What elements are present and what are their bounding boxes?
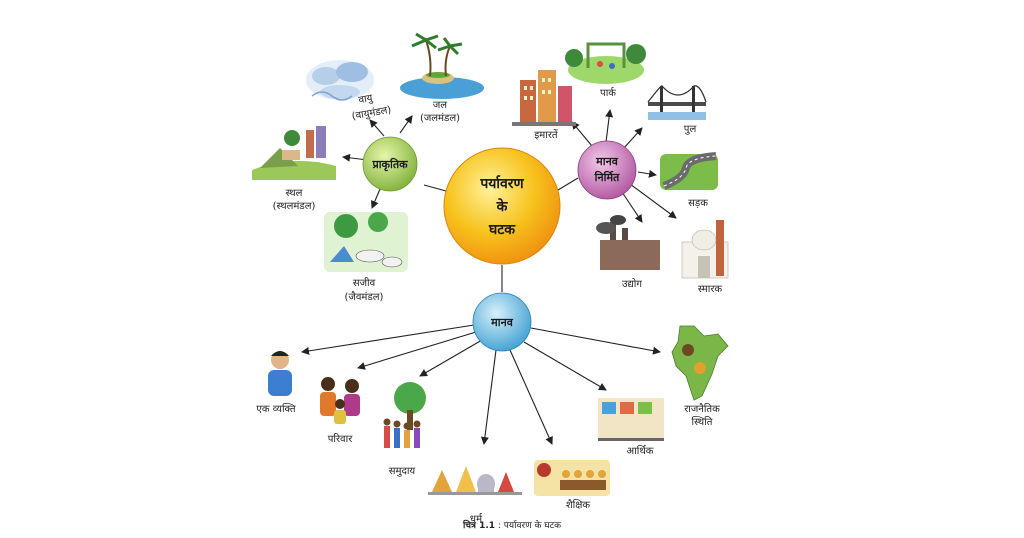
human-labels: एक व्यक्ति परिवार समुदाय धर्म शैक्षिक आर… [256, 403, 720, 525]
monument-illustration [681, 220, 729, 279]
land-illustration [252, 126, 336, 180]
industry-label: उद्योग [622, 278, 642, 290]
educational-label: शैक्षिक [566, 499, 591, 511]
land-sublabel: (स्थलमंडल) [273, 200, 316, 212]
air-sublabel: (वायुमंडल) [351, 104, 392, 123]
road-label: सड़क [688, 198, 708, 209]
human-hub-label: मानव [490, 316, 514, 329]
economic-label: आर्थिक [627, 445, 654, 457]
park-label: पार्क [600, 87, 616, 99]
religion-label: धर्म [470, 513, 483, 525]
community-label: समुदाय [389, 466, 416, 477]
figure-caption: चित्र 1.1 : पर्यावरण के घटक [0, 518, 1024, 531]
manmade-labels: इमारतें पार्क पुल सड़क उद्योग स्मारक [534, 87, 722, 295]
air-clouds-illustration [306, 60, 374, 101]
community-illustration [383, 382, 426, 448]
economic-illustration [598, 398, 664, 441]
bridge-illustration [647, 85, 707, 120]
religion-illustration [428, 466, 522, 495]
figure-number: चित्र 1.1 [462, 521, 496, 531]
figure-caption-text: : पर्यावरण के घटक [497, 521, 562, 531]
water-label: जल [433, 100, 447, 111]
center-title-line3: घटक [488, 222, 516, 238]
monument-label: स्मारक [698, 284, 723, 295]
park-illustration [565, 42, 646, 84]
center-title-line2: के [496, 198, 509, 215]
living-sublabel: (जैवमंडल) [345, 291, 384, 303]
school-illustration [534, 460, 610, 496]
individual-illustration [268, 351, 292, 396]
political-sublabel: स्थिति [692, 416, 713, 428]
water-island-illustration [400, 32, 484, 99]
human-hub: मानव [472, 292, 532, 352]
family-label: परिवार [328, 433, 354, 445]
industry-illustration [596, 215, 660, 270]
center-title-line1: पर्यावरण [479, 175, 524, 192]
buildings-label: इमारतें [534, 129, 558, 141]
india-map-illustration [671, 325, 729, 401]
individual-label: एक व्यक्ति [256, 403, 296, 415]
air-label: वायु [358, 93, 375, 106]
water-sublabel: (जलमंडल) [420, 112, 460, 124]
biosphere-illustration [324, 212, 408, 272]
center-node: पर्यावरण के घटक [443, 147, 561, 265]
bridge-label: पुल [684, 124, 697, 135]
natural-hub-label: प्राकृतिक [371, 157, 408, 172]
manmade-hub: मानव निर्मित [577, 140, 637, 200]
buildings-illustration [512, 70, 576, 126]
manmade-hub-line1: मानव [595, 155, 619, 168]
living-label: सजीव [353, 277, 376, 289]
land-label: स्थल [286, 188, 303, 199]
family-illustration [320, 377, 360, 424]
political-label: राजनैतिक [684, 403, 720, 415]
road-illustration [660, 152, 718, 190]
natural-hub: प्राकृतिक [362, 136, 418, 192]
manmade-hub-line2: निर्मित [594, 170, 620, 184]
